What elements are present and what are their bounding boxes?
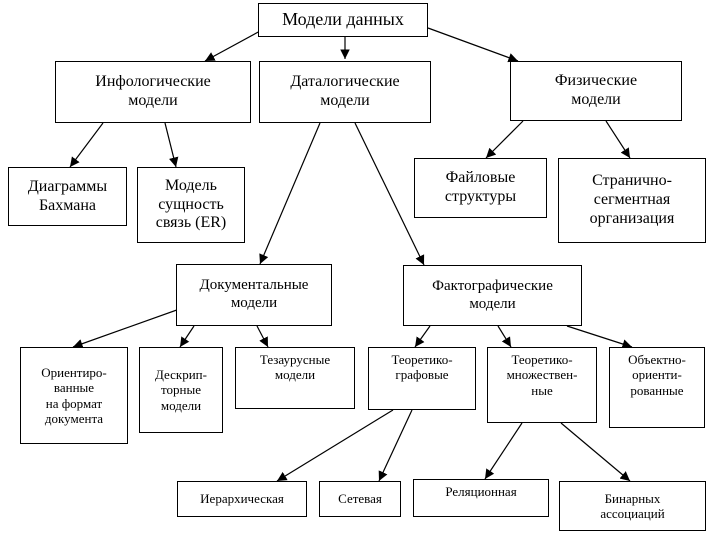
arrow-root-physical xyxy=(427,27,519,63)
node-documental: Документальные модели xyxy=(176,264,332,326)
arrow-factographic-object xyxy=(566,325,633,349)
node-factographic: Фактографические модели xyxy=(403,265,582,326)
arrow-factographic-set xyxy=(497,325,512,348)
arrow-graph-hierarchical xyxy=(276,409,394,482)
node-infological: Инфологические модели xyxy=(55,61,251,123)
arrow-graph-network xyxy=(378,409,413,482)
node-bachman: Диаграммы Бахмана xyxy=(8,167,127,226)
arrow-factographic-graph xyxy=(414,325,431,348)
node-er: Модель сущность связь (ER) xyxy=(137,167,245,243)
arrow-datalogical-factographic xyxy=(354,122,425,266)
arrow-root-infological xyxy=(204,29,263,62)
arrow-infological-bachman xyxy=(69,122,104,168)
node-files: Файловые структуры xyxy=(414,158,547,218)
node-root: Модели данных xyxy=(258,3,428,37)
arrow-documental-descriptor xyxy=(179,325,195,348)
node-physical: Физические модели xyxy=(510,61,682,121)
node-network: Сетевая xyxy=(319,481,401,517)
node-descriptor: Дескрип- торные модели xyxy=(139,347,223,433)
arrow-documental-thesaurus xyxy=(256,325,269,348)
node-relational: Реляционная xyxy=(413,479,549,517)
node-set: Теоретико- множествен- ные xyxy=(487,347,597,423)
arrow-set-relational xyxy=(484,422,523,480)
arrow-datalogical-documental xyxy=(259,122,321,265)
node-paged: Странично- сегментная организация xyxy=(558,158,706,243)
arrow-infological-er xyxy=(164,122,179,168)
arrow-physical-files xyxy=(485,120,524,159)
node-hierarchical: Иерархическая xyxy=(177,481,307,517)
arrow-physical-paged xyxy=(605,120,631,159)
node-graph: Теоретико- графовые xyxy=(368,347,476,410)
node-datalogical: Даталогические модели xyxy=(259,61,431,123)
node-object: Объектно- ориенти- рованные xyxy=(609,347,705,428)
node-doc-format: Ориентиро- ванные на формат документа xyxy=(20,347,128,444)
arrow-set-binary xyxy=(560,422,631,482)
node-thesaurus: Тезаурусные модели xyxy=(235,347,355,409)
node-binary: Бинарных ассоциаций xyxy=(559,481,706,531)
